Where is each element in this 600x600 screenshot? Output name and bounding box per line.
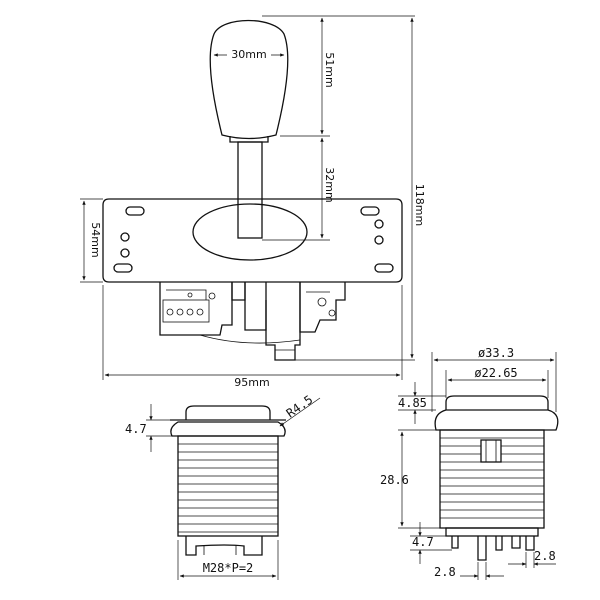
button-front-view — [434, 395, 559, 561]
front-bezel — [434, 409, 559, 431]
total-height-label: 118mm — [413, 184, 426, 226]
button-side-view — [170, 405, 286, 556]
threaded-body — [177, 435, 279, 537]
ball-width-label: 30mm — [231, 48, 266, 61]
mounting-plate — [102, 198, 403, 283]
dust-washer — [192, 203, 308, 261]
thread-label: M28*P=2 — [203, 561, 254, 575]
joystick-shaft — [237, 141, 263, 239]
joystick-dimensions: 30mm 51mm 32mm 118mm 54mm 95mm — [80, 15, 426, 389]
front-thread-lines — [440, 437, 544, 519]
terminal-height-label: 4.7 — [412, 535, 434, 549]
ball-height-label: 51mm — [323, 52, 336, 87]
radius-label: R4.5 — [284, 392, 316, 420]
terminal-width-left-label: 2.8 — [434, 565, 456, 579]
bezel-height-label: 4.7 — [125, 422, 147, 436]
outer-diameter-label: ø33.3 — [478, 346, 514, 360]
plate-width-label: 95mm — [234, 376, 269, 389]
joystick-ball — [209, 19, 289, 140]
button-cap — [185, 405, 271, 420]
body-height-label: 28.6 — [380, 473, 409, 487]
thread-lines — [178, 443, 278, 533]
button-front-dimensions: ø33.3 ø22.65 4.85 28.6 4.7 2.8 2.8 — [380, 346, 557, 580]
cap-height-label: 4.85 — [398, 396, 427, 410]
button-side-dimensions: 4.7 R4.5 M28*P=2 — [125, 392, 321, 580]
plate-depth-label: 54mm — [89, 222, 102, 257]
terminal-width-right-label: 2.8 — [534, 549, 556, 563]
joystick-drawing — [102, 19, 403, 361]
inner-diameter-label: ø22.65 — [474, 366, 517, 380]
shaft-height-label: 32mm — [323, 167, 336, 202]
button-bezel — [170, 421, 286, 437]
